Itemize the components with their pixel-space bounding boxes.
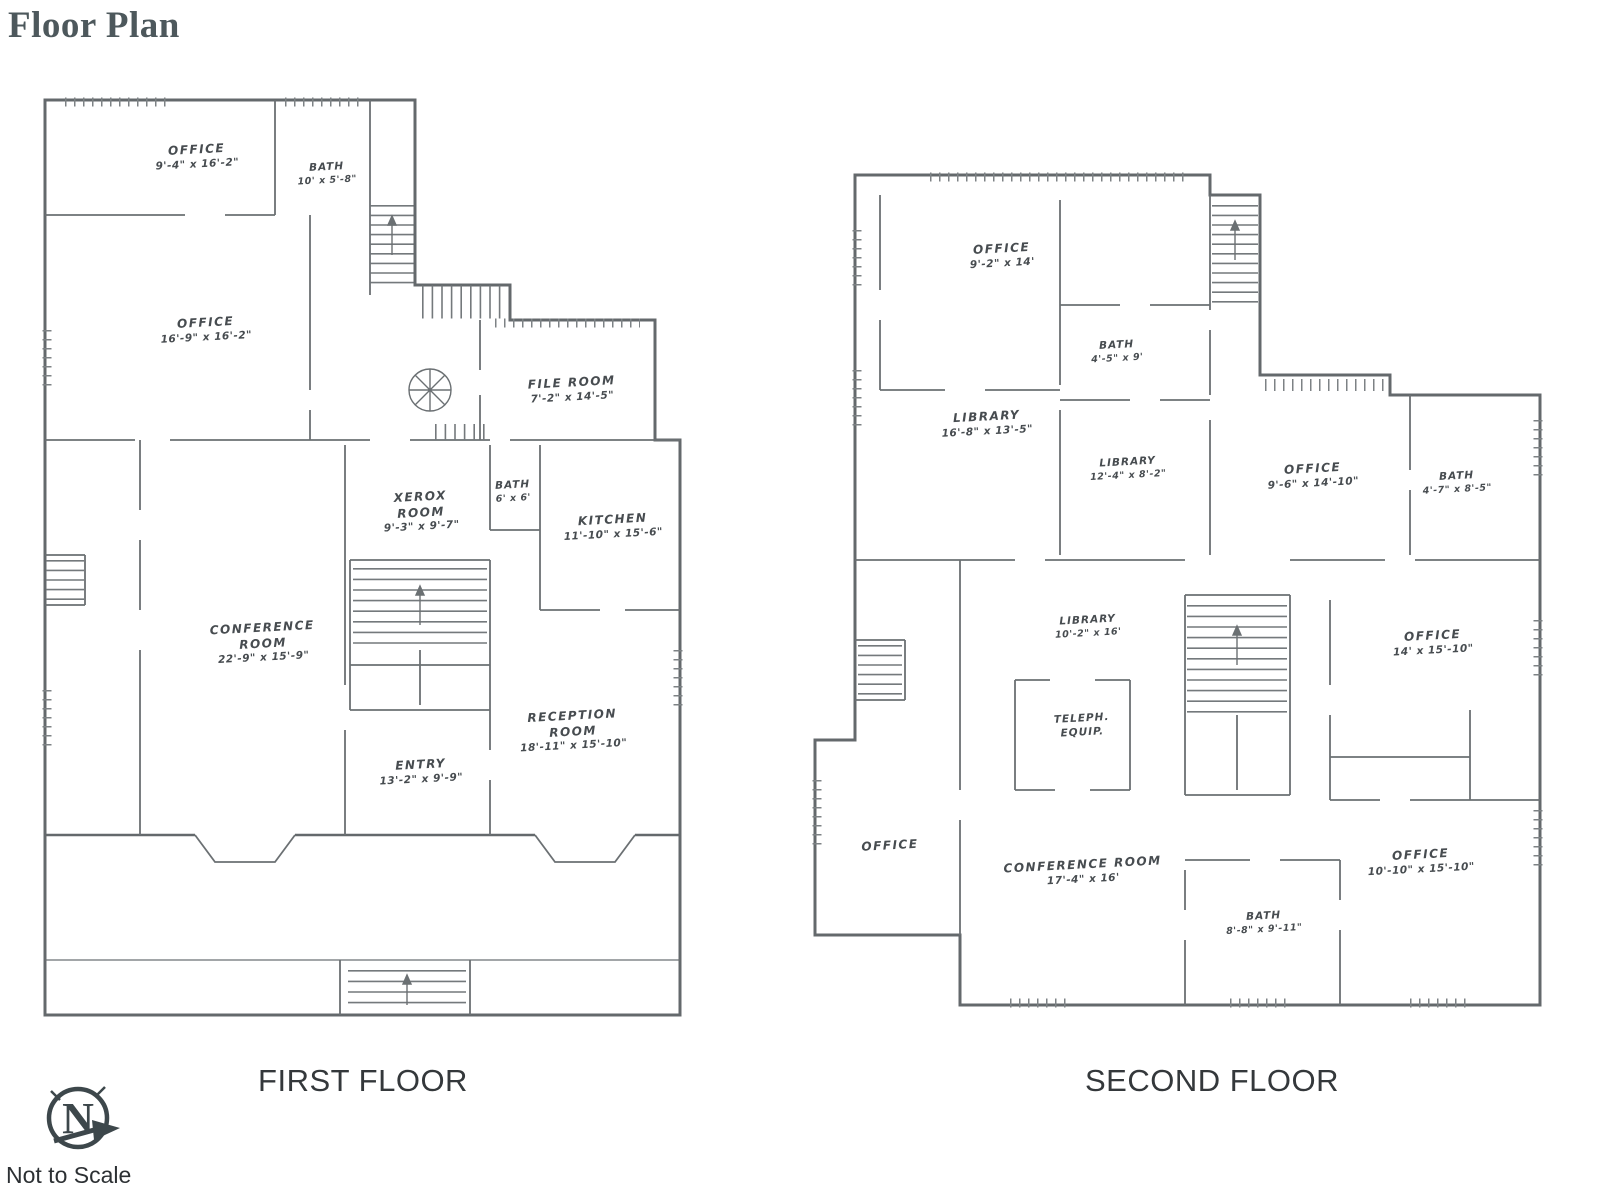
compass-north-letter: N — [62, 1094, 94, 1143]
room-label-sf-library-2: LIBRARY 12'-4" x 8'-2" — [1089, 454, 1167, 484]
second-floor-stair-arrows — [1229, 219, 1243, 665]
room-label-ff-file-room: FILE ROOM 7'-2" x 14'-5" — [527, 373, 616, 407]
room-label-sf-bath-3: BATH 8'-8" x 9'-11" — [1225, 908, 1303, 938]
room-name: TELEPH. EQUIP. — [1053, 710, 1110, 740]
room-dims: 6' x 6' — [495, 491, 532, 505]
room-label-sf-office-4: OFFICE 10'-10" x 15'-10" — [1367, 845, 1476, 880]
first-floor-caption: FIRST FLOOR — [258, 1063, 468, 1098]
first-floor-window-hatches — [42, 97, 683, 750]
first-floor-interior-walls — [45, 100, 680, 835]
compass-icon: N — [46, 1086, 120, 1150]
room-label-sf-office-1: OFFICE 9'-2" x 14' — [969, 240, 1036, 273]
room-label-sf-office-2: OFFICE 9'-6" x 14'-10" — [1267, 459, 1360, 493]
room-label-sf-library-3: LIBRARY 10'-2" x 16' — [1054, 612, 1122, 641]
room-label-ff-office-1: OFFICE 9'-4" x 16'-2" — [154, 140, 239, 174]
first-floor-bay-windows — [45, 834, 680, 1015]
room-label-ff-reception-room: RECEPTION ROOM 18'-11" x 15'-10" — [517, 706, 629, 757]
room-label-ff-bath-2: BATH 6' x 6' — [495, 478, 532, 506]
room-label-ff-xerox-room: XEROX ROOM 9'-3" x 9'-7" — [375, 487, 467, 536]
not-to-scale-label: Not to Scale — [6, 1162, 132, 1188]
first-floor-stair-arrows — [386, 214, 426, 1005]
room-label-sf-telephone-equipment: TELEPH. EQUIP. — [1046, 711, 1117, 742]
first-floor-exterior-walls — [43, 98, 682, 1017]
room-name: BATH — [494, 478, 531, 492]
room-label-sf-office-3: OFFICE 14' x 15'-10" — [1392, 626, 1474, 659]
room-label-ff-office-2: OFFICE 16'-9" x 16'-2" — [160, 313, 253, 347]
second-floor-window-hatches — [812, 172, 1543, 1008]
second-floor-plan-drawing — [812, 172, 1543, 1008]
room-label-sf-office-annex: OFFICE — [861, 837, 919, 856]
spiral-stair-icon — [408, 368, 452, 412]
second-floor-caption: SECOND FLOOR — [1084, 1063, 1340, 1098]
first-floor-stair-treads — [46, 205, 506, 1011]
second-floor-exterior-walls — [813, 173, 1542, 1007]
room-label-ff-bath-1: BATH 10' x 5'-8" — [297, 159, 358, 188]
room-label-sf-bath-2: BATH 4'-7" x 8'-5" — [1422, 468, 1493, 498]
room-label-ff-entry: ENTRY 13'-2" x 9'-9" — [378, 755, 463, 789]
room-label-sf-library-1: LIBRARY 16'-8" x 13'-5" — [941, 407, 1034, 441]
room-label-ff-conference-room: CONFERENCE ROOM 22'-9" x 15'-9" — [202, 617, 324, 668]
compass-arrow-head — [92, 1120, 120, 1140]
room-label-sf-bath-1: BATH 4'-5" x 9' — [1090, 338, 1144, 367]
second-floor-interior-walls — [855, 195, 1540, 1005]
room-name: XEROX ROOM — [393, 488, 448, 521]
room-name: OFFICE — [861, 836, 919, 854]
page-title: Floor Plan — [8, 5, 180, 46]
first-floor-plan-drawing — [42, 97, 683, 1017]
room-label-ff-kitchen: KITCHEN 11'-10" x 15'-6" — [563, 510, 664, 544]
